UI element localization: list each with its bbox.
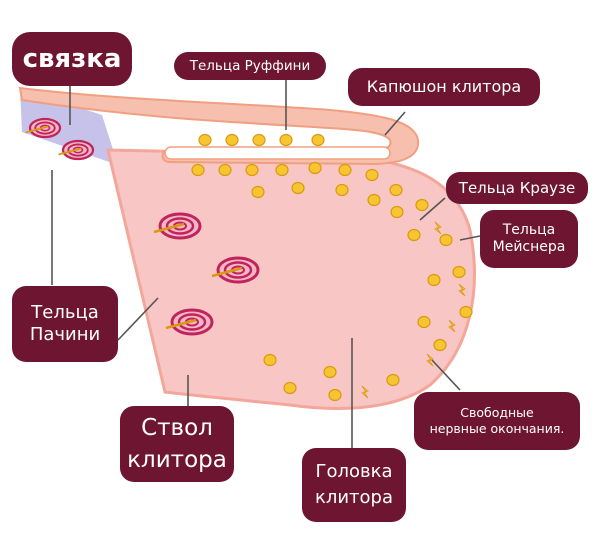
receptor-dot (275, 163, 289, 177)
receptor-dot (251, 185, 265, 199)
nerve-ending-bolt-icon (426, 353, 434, 367)
pacinian-corpuscle-icon (211, 256, 260, 284)
leader-pacini (117, 297, 159, 341)
label-meissner-line1: Тельца (502, 221, 556, 238)
nerve-ending-bolt-icon (448, 319, 456, 333)
label-pacini-line2: Пачини (29, 324, 101, 345)
label-meissner-line2: Мейснера (492, 239, 566, 255)
clitoris-body (106, 148, 476, 410)
receptor-dot (252, 133, 266, 147)
label-shaft: Ствол клитора (120, 406, 234, 482)
suspensory-ligament (20, 88, 118, 165)
leader-lines (51, 79, 486, 455)
receptor-dot (407, 228, 421, 242)
receptor-dot (279, 133, 293, 147)
receptor-dot (198, 133, 212, 147)
receptor-dot (283, 381, 297, 395)
label-meissner: Тельца Мейснера (480, 210, 578, 268)
label-glans-line1: Головка (315, 460, 393, 482)
label-free-line1: Свободные (460, 405, 534, 421)
receptor-dot (263, 353, 277, 367)
receptor-dot (367, 193, 381, 207)
receptor-dot (225, 133, 239, 147)
leader-free (431, 359, 461, 391)
label-pacini-line1: Тельца (31, 301, 99, 323)
label-ruffini: Тельца Руффини (174, 52, 326, 80)
free-nerve-endings (361, 221, 466, 399)
receptor-dot (291, 181, 305, 195)
receptor-dot (218, 163, 232, 177)
receptor-dot (335, 183, 349, 197)
receptor-dot (191, 163, 205, 177)
receptor-dot (338, 163, 352, 177)
pacinian-corpuscles (25, 117, 260, 336)
label-pacini: Тельца Пачини (12, 286, 118, 362)
label-hood: Капюшон клитора (348, 68, 540, 106)
receptor-dot (433, 338, 447, 352)
pacinian-corpuscle-icon (25, 117, 62, 139)
label-krause: Тельца Краузе (446, 172, 588, 204)
receptor-dot (245, 163, 259, 177)
nerve-ending-bolt-icon (434, 221, 442, 235)
receptor-dot (417, 315, 431, 329)
receptor-dot (459, 305, 473, 319)
label-free-line2: нервные окончания. (429, 421, 565, 436)
leader-hood (384, 111, 406, 136)
receptor-dot (386, 373, 400, 387)
label-ligament-text: связка (22, 43, 122, 74)
receptor-dot (427, 273, 441, 287)
leader-krause (419, 197, 446, 221)
label-shaft-line2: клитора (127, 447, 227, 473)
pacinian-corpuscle-icon (165, 308, 214, 336)
receptor-dot (389, 183, 403, 197)
receptor-dot (308, 161, 322, 175)
nerve-ending-bolt-icon (458, 283, 466, 297)
hood-gap (164, 146, 391, 160)
label-free-endings: Свободные нервные окончания. (414, 392, 580, 450)
receptor-dot (415, 198, 429, 212)
nerve-ending-bolt-icon (361, 385, 369, 399)
label-krause-text: Тельца Краузе (458, 178, 576, 197)
receptor-dot (311, 133, 325, 147)
receptor-dot (365, 168, 379, 182)
receptor-dot (390, 205, 404, 219)
label-glans: Головка клитора (302, 448, 406, 522)
receptor-dot (439, 233, 453, 247)
receptor-dot (452, 265, 466, 279)
label-ligament: связка (12, 32, 132, 86)
clitoral-hood (18, 86, 420, 166)
receptor-dot (328, 388, 342, 402)
label-shaft-line1: Ствол (141, 414, 213, 441)
pacinian-corpuscle-icon (58, 139, 95, 161)
label-ruffini-text: Тельца Руффини (189, 57, 311, 74)
label-hood-text: Капюшон клитора (366, 77, 522, 96)
receptor-dot (323, 365, 337, 379)
label-glans-line2: клитора (314, 487, 394, 508)
receptor-dots (191, 133, 473, 402)
pacinian-corpuscle-icon (153, 212, 202, 240)
